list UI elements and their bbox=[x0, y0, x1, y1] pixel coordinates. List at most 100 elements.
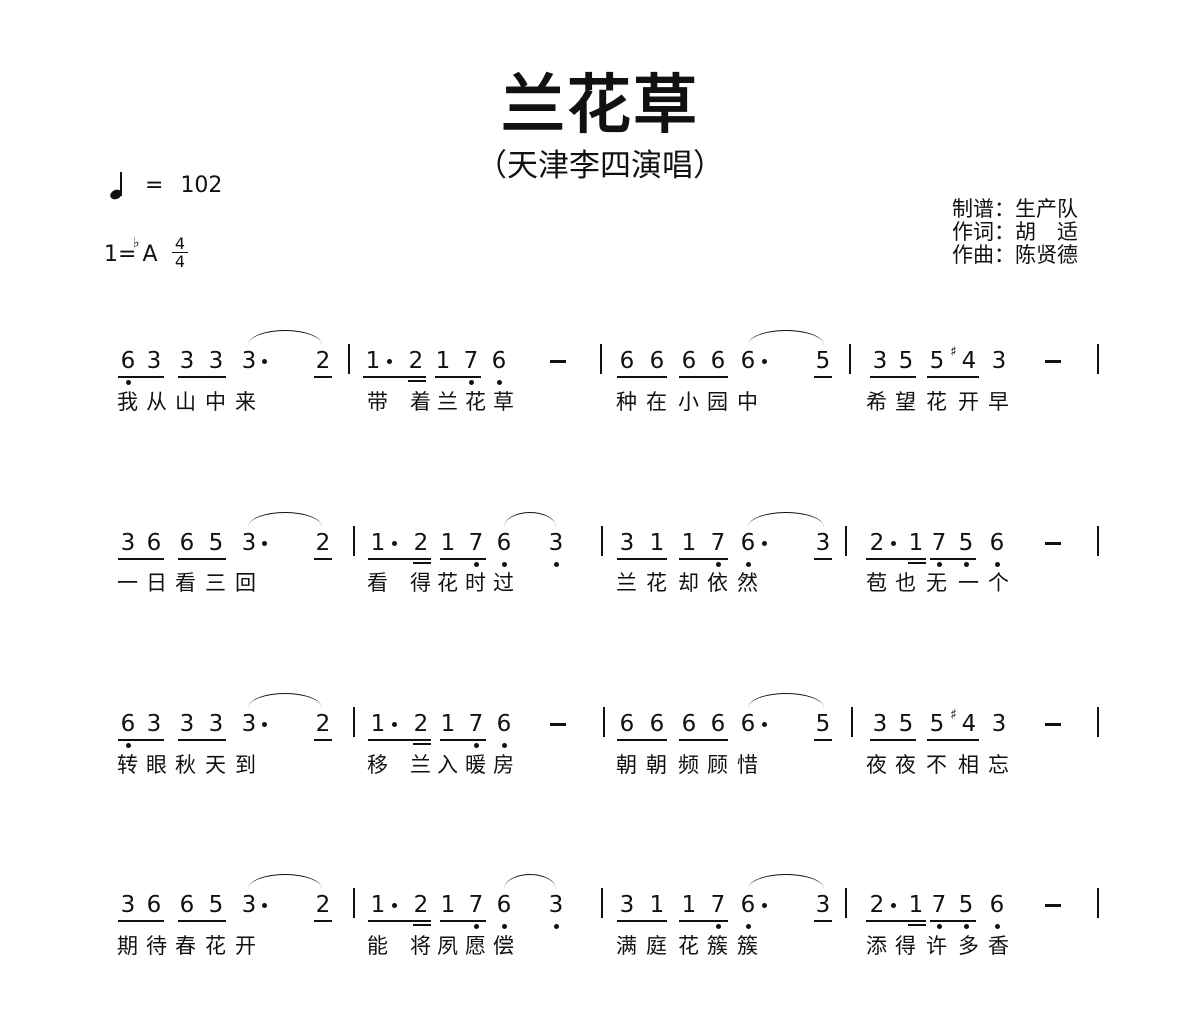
lyric-char: 房 bbox=[493, 753, 514, 777]
underline bbox=[814, 920, 832, 922]
lyric-char: 也 bbox=[895, 571, 916, 595]
augmentation-dot bbox=[392, 722, 397, 727]
credit-arranger: 制谱：生产队 bbox=[952, 197, 1078, 221]
octave-low-dot bbox=[473, 924, 479, 929]
octave-low-dot bbox=[715, 924, 721, 929]
underline bbox=[178, 920, 226, 922]
note: 3 bbox=[179, 711, 195, 737]
note: 2 bbox=[315, 348, 331, 374]
underline bbox=[178, 376, 226, 378]
underline bbox=[870, 739, 916, 741]
lyric-char: 然 bbox=[737, 571, 758, 595]
note: 2 bbox=[408, 348, 424, 374]
note: 5 bbox=[898, 711, 914, 737]
lyric-char: 一 bbox=[958, 571, 979, 595]
lyric-char: 多 bbox=[958, 934, 979, 958]
tie-slur bbox=[748, 693, 824, 708]
underline bbox=[440, 558, 486, 560]
lyric-char: 希 bbox=[866, 390, 887, 414]
octave-low-dot bbox=[501, 924, 507, 929]
note: 1 bbox=[908, 530, 924, 556]
sustain-dash bbox=[1045, 904, 1061, 907]
note: 1 bbox=[681, 892, 697, 918]
underline bbox=[930, 558, 976, 560]
note: 4 bbox=[961, 711, 977, 737]
lyric-char: 日 bbox=[146, 571, 167, 595]
underline bbox=[908, 924, 926, 926]
key-prefix: 1= bbox=[104, 242, 137, 267]
underline bbox=[368, 920, 431, 922]
lyric-char: 早 bbox=[988, 390, 1009, 414]
note: 1 bbox=[370, 892, 386, 918]
lyric-char: 园 bbox=[707, 390, 728, 414]
note: 6 bbox=[496, 711, 512, 737]
lyric-char: 着 bbox=[410, 390, 431, 414]
sustain-dash bbox=[1045, 542, 1061, 545]
note: 3 bbox=[548, 892, 564, 918]
augmentation-dot bbox=[262, 722, 267, 727]
note: 4 bbox=[961, 348, 977, 374]
lyric-char: 无 bbox=[926, 571, 947, 595]
octave-low-dot bbox=[745, 924, 751, 929]
note: 3 bbox=[241, 348, 257, 374]
note: 3 bbox=[120, 530, 136, 556]
underline bbox=[617, 376, 667, 378]
lyric-char: 得 bbox=[410, 571, 431, 595]
augmentation-dot bbox=[262, 541, 267, 546]
underline bbox=[617, 558, 667, 560]
lyric-char: 天 bbox=[205, 753, 226, 777]
note: 3 bbox=[991, 711, 1007, 737]
underline bbox=[866, 558, 926, 560]
note: 6 bbox=[120, 711, 136, 737]
sustain-dash bbox=[550, 360, 566, 363]
tie-slur bbox=[248, 874, 322, 889]
sustain-dash bbox=[1045, 723, 1061, 726]
barline bbox=[601, 888, 603, 918]
lyric-char: 庭 bbox=[646, 934, 667, 958]
note: 3 bbox=[208, 711, 224, 737]
lyric-char: 兰 bbox=[616, 571, 637, 595]
lyric-char: 一 bbox=[117, 571, 138, 595]
lyric-char: 来 bbox=[235, 390, 256, 414]
augmentation-dot bbox=[762, 359, 767, 364]
note: 3 bbox=[548, 530, 564, 556]
underline bbox=[118, 558, 164, 560]
lyric-char: 朝 bbox=[616, 753, 637, 777]
note: 5 bbox=[958, 530, 974, 556]
note: 1 bbox=[440, 711, 456, 737]
song-subtitle: （天津李四演唱） bbox=[476, 148, 724, 184]
lyric-char: 看 bbox=[367, 571, 388, 595]
key-note: A bbox=[142, 242, 158, 267]
note: 3 bbox=[619, 530, 635, 556]
lyric-char: 待 bbox=[146, 934, 167, 958]
augmentation-dot bbox=[762, 722, 767, 727]
note: 3 bbox=[815, 892, 831, 918]
underline bbox=[679, 558, 728, 560]
note: 2 bbox=[413, 711, 429, 737]
octave-low-dot bbox=[125, 743, 131, 748]
note: 1 bbox=[649, 530, 665, 556]
lyric-char: 期 bbox=[117, 934, 138, 958]
underline bbox=[908, 562, 926, 564]
note: 6 bbox=[740, 530, 756, 556]
augmentation-dot bbox=[392, 903, 397, 908]
underline bbox=[679, 920, 728, 922]
lyric-char: 顾 bbox=[707, 753, 728, 777]
lyric-char: 开 bbox=[235, 934, 256, 958]
lyric-char: 花 bbox=[465, 390, 486, 414]
note: 6 bbox=[179, 530, 195, 556]
octave-low-dot bbox=[501, 562, 507, 567]
lyric-char: 簇 bbox=[737, 934, 758, 958]
lyric-char: 兰 bbox=[410, 753, 431, 777]
credit-composer: 作曲：陈贤德 bbox=[952, 243, 1078, 267]
note: 1 bbox=[908, 892, 924, 918]
underline bbox=[870, 376, 916, 378]
tie-slur bbox=[748, 874, 824, 889]
tie-slur bbox=[748, 512, 824, 527]
tie-slur bbox=[248, 330, 322, 345]
lyric-char: 带 bbox=[367, 390, 388, 414]
underline bbox=[927, 376, 979, 378]
note: 1 bbox=[370, 530, 386, 556]
tie-slur bbox=[248, 512, 322, 527]
octave-low-dot bbox=[994, 562, 1000, 567]
